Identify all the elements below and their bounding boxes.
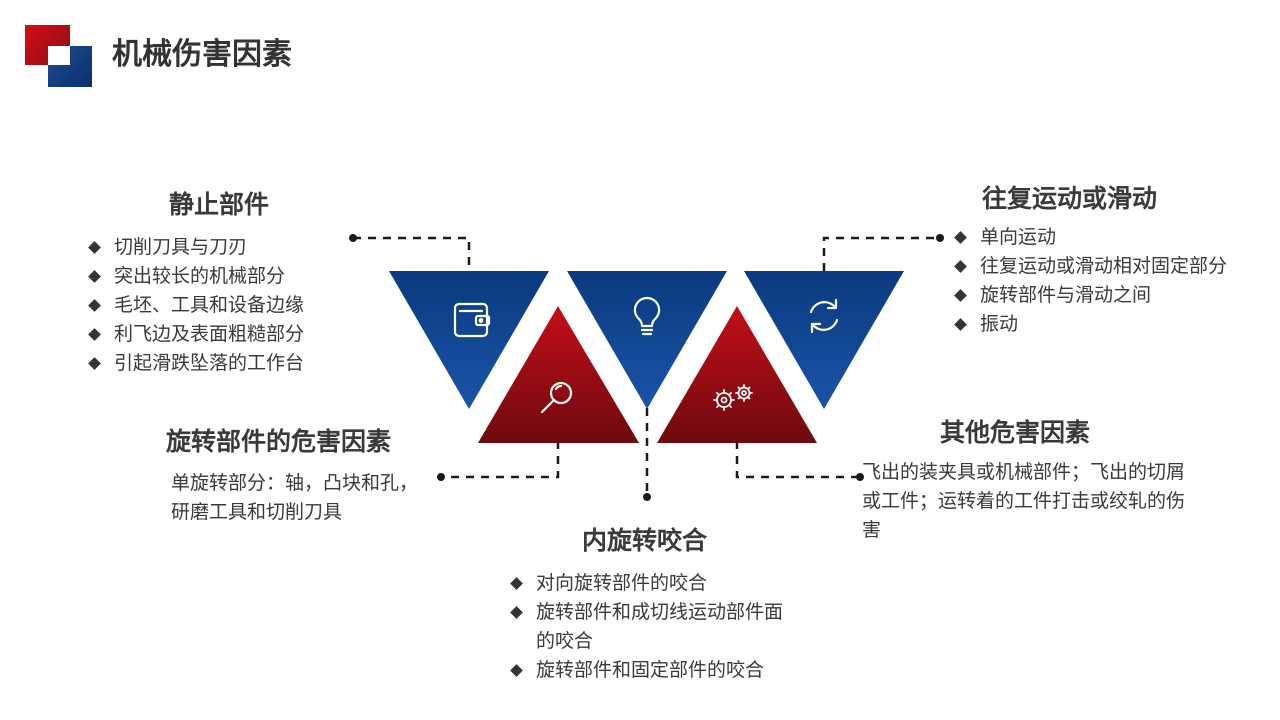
lightbulb-icon [633, 296, 661, 336]
connector-reciprocating [822, 236, 940, 271]
triangle-blue-right [744, 271, 904, 409]
gears-icon [713, 384, 753, 411]
list-item: 旋转部件和成切线运动部件面的咬合 [508, 598, 783, 656]
list-item: 振动 [952, 310, 1272, 339]
dot-other-hazards [856, 473, 864, 481]
rotating-hazards-text: 单旋转部分：轴，凸块和孔，研磨工具和切削刀具 [171, 472, 419, 523]
connector-rotating-hazards [441, 441, 560, 479]
connector-static-parts [353, 236, 471, 271]
list-item: 对向旋转部件的咬合 [508, 569, 783, 598]
static-parts-heading: 静止部件 [169, 190, 270, 219]
triangle-blue-left [389, 271, 549, 409]
dot-reciprocating [936, 234, 944, 242]
inner-mesh-heading: 内旋转咬合 [582, 526, 708, 555]
static-parts-list: 切削刀具与刀刃 突出较长的机械部分 毛坯、工具和设备边缘 利飞边及表面粗糙部分 … [86, 233, 386, 378]
connector-other-hazards [735, 441, 860, 479]
triangle-blue-middle [567, 271, 727, 409]
list-item: 旋转部件和固定部件的咬合 [508, 656, 783, 685]
list-item: 旋转部件与滑动之间 [952, 281, 1272, 310]
list-item: 往复运动或滑动相对固定部分 [952, 252, 1272, 281]
magnifier-icon [540, 381, 573, 414]
list-item: 单向运动 [952, 223, 1272, 252]
logo-overlap [48, 46, 70, 65]
triangle-red-left [478, 306, 639, 443]
inner-mesh-list: 对向旋转部件的咬合 旋转部件和成切线运动部件面的咬合 旋转部件和固定部件的咬合 [508, 569, 783, 685]
reciprocating-heading: 往复运动或滑动 [982, 184, 1158, 213]
wallet-icon [453, 302, 491, 338]
list-item: 利飞边及表面粗糙部分 [86, 320, 386, 349]
page-title: 机械伤害因素 [112, 37, 292, 72]
list-item: 引起滑跌坠落的工作台 [86, 349, 386, 378]
refresh-icon [809, 298, 839, 334]
other-hazards-heading: 其他危害因素 [940, 418, 1091, 447]
rotating-hazards-heading: 旋转部件的危害因素 [166, 427, 392, 456]
reciprocating-list: 单向运动 往复运动或滑动相对固定部分 旋转部件与滑动之间 振动 [952, 223, 1272, 339]
list-item: 突出较长的机械部分 [86, 262, 386, 291]
triangle-red-right [657, 306, 817, 443]
list-item: 毛坯、工具和设备边缘 [86, 291, 386, 320]
dot-inner-mesh [643, 493, 651, 501]
other-hazards-text: 飞出的装夹具或机械部件；飞出的切屑或工件；运转着的工件打击或绞轧的伤害 [862, 461, 1186, 541]
connectors [353, 236, 940, 497]
dot-rotating-hazards [437, 473, 445, 481]
list-item: 切削刀具与刀刃 [86, 233, 386, 262]
